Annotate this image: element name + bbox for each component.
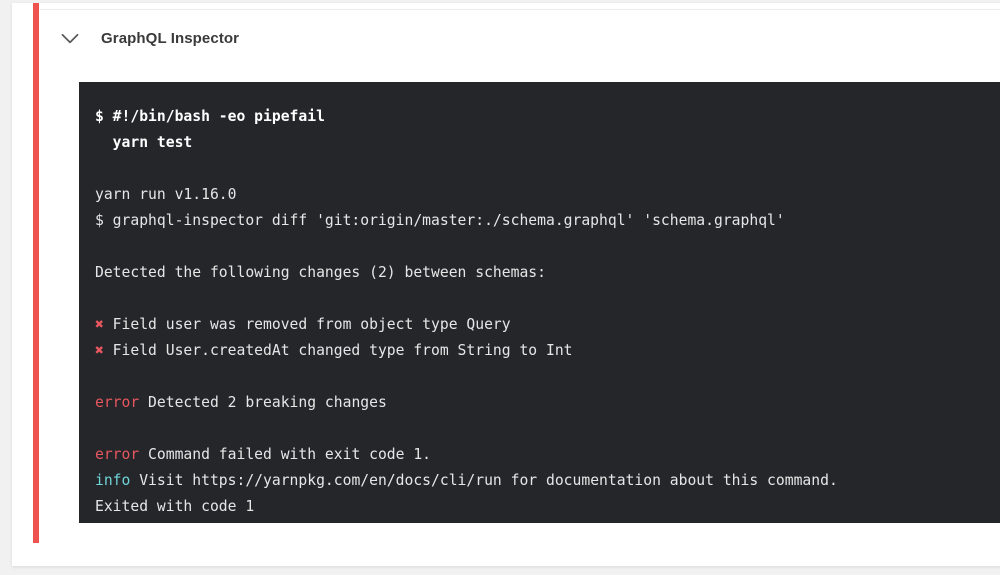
console-line-breaking-change: ✖ Field User.createdAt changed type from… (95, 338, 1000, 364)
console-line-blank (95, 416, 1000, 442)
status-rail-failed (33, 3, 39, 543)
console-line-command: yarn test (95, 134, 193, 151)
console-line-info: info Visit https://yarnpkg.com/en/docs/c… (95, 468, 1000, 494)
console-line-text: Visit https://yarnpkg.com/en/docs/cli/ru… (130, 472, 838, 489)
console-line-blank (95, 156, 1000, 182)
console-line-blank (95, 234, 1000, 260)
breaking-change-icon: ✖ (95, 342, 104, 359)
console-line-blank (95, 286, 1000, 312)
console-line-plain: $ graphql-inspector diff 'git:origin/mas… (95, 212, 785, 229)
job-header[interactable]: GraphQL Inspector (57, 21, 239, 55)
console-line-text: Field User.createdAt changed type from S… (103, 342, 573, 359)
console-line-plain: Detected the following changes (2) betwe… (95, 264, 546, 281)
breaking-change-icon: ✖ (95, 316, 104, 333)
error-label: error (95, 446, 140, 463)
console-line-text: Field user was removed from object type … (103, 316, 511, 333)
card-top-divider (39, 9, 1000, 10)
console-line-plain: yarn run v1.16.0 (95, 186, 237, 203)
console-line-plain: Exited with code 1 (95, 498, 255, 515)
console-line-command: $ #!/bin/bash -eo pipefail (95, 108, 325, 125)
console-output[interactable]: $ #!/bin/bash -eo pipefail yarn test yar… (79, 82, 1000, 523)
console-line-error: error Detected 2 breaking changes (95, 390, 1000, 416)
console-line-breaking-change: ✖ Field user was removed from object typ… (95, 312, 1000, 338)
console-line-text: Command failed with exit code 1. (139, 446, 432, 463)
chevron-down-icon[interactable] (57, 25, 83, 51)
page-gutter (0, 0, 12, 575)
info-label: info (95, 472, 131, 489)
error-label: error (95, 394, 140, 411)
job-title: GraphQL Inspector (101, 29, 240, 47)
console-line-text: Detected 2 breaking changes (139, 394, 387, 411)
console-line-error: error Command failed with exit code 1. (95, 442, 1000, 468)
console-line-blank (95, 364, 1000, 390)
console-line-list: $ #!/bin/bash -eo pipefail yarn test yar… (95, 104, 1000, 520)
build-log-card: GraphQL Inspector $ #!/bin/bash -eo pipe… (12, 3, 1000, 566)
